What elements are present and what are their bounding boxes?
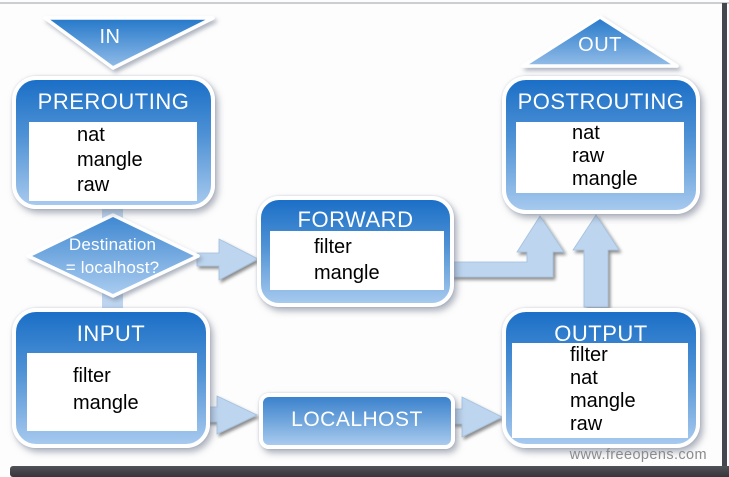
- table-entry: mangle: [77, 149, 143, 171]
- node-forward: FORWARD filter mangle: [257, 196, 454, 307]
- out-label: OUT: [578, 34, 622, 56]
- arrow-localhost-to-output-icon: [449, 396, 503, 438]
- prerouting-table-list: nat mangle raw: [29, 122, 197, 201]
- table-entry: raw: [570, 413, 603, 435]
- table-entry: mangle: [572, 168, 638, 190]
- decision-label: Destination = localhost?: [40, 233, 185, 279]
- prerouting-title: PREROUTING: [37, 89, 190, 114]
- forward-table-list: filter mangle: [270, 231, 444, 290]
- table-entry: raw: [572, 145, 605, 167]
- table-entry: nat: [77, 124, 105, 146]
- table-entry: filter: [570, 344, 608, 366]
- frame-top-edge: [0, 2, 729, 4]
- table-entry: nat: [572, 122, 600, 144]
- node-localhost: LOCALHOST: [259, 393, 455, 449]
- input-title: INPUT: [76, 321, 146, 346]
- node-output: OUTPUT filter nat mangle raw: [502, 308, 700, 448]
- table-entry: nat: [570, 367, 598, 389]
- node-prerouting: PREROUTING nat mangle raw: [12, 76, 215, 209]
- decision-label-line2: = localhost?: [65, 258, 160, 277]
- in-triangle-shape: [43, 16, 215, 70]
- in-label: IN: [99, 26, 121, 48]
- frame-bottom-bar: [10, 466, 729, 477]
- decision-label-line1: Destination: [68, 235, 157, 254]
- arrow-forward-to-postrouting-icon: [450, 215, 565, 278]
- table-entry: filter: [314, 236, 352, 258]
- input-table-list: filter mangle: [27, 353, 197, 431]
- table-entry: mangle: [570, 390, 636, 412]
- table-entry: mangle: [314, 262, 380, 284]
- out-triangle-shape: [521, 15, 679, 68]
- arrow-output-to-postrouting-icon: [572, 214, 620, 308]
- arrow-input-to-localhost-icon: [203, 395, 258, 435]
- node-postrouting: POSTROUTING nat raw mangle: [502, 76, 700, 214]
- decision-diamond-shape: [26, 213, 200, 298]
- frame-right-edge: [722, 3, 727, 466]
- output-title: OUTPUT: [554, 321, 648, 346]
- connector-decision-to-input: [102, 291, 123, 311]
- output-table-list: filter nat mangle raw: [512, 343, 688, 438]
- postrouting-title: POSTROUTING: [517, 89, 685, 114]
- table-entry: filter: [73, 365, 111, 387]
- postrouting-table-list: nat raw mangle: [516, 122, 684, 193]
- node-input: INPUT filter mangle: [12, 308, 210, 448]
- arrow-decision-to-forward-icon: [196, 238, 259, 281]
- table-entry: raw: [77, 174, 110, 196]
- forward-title: FORWARD: [297, 207, 414, 232]
- watermark-text: www.freeopens.com: [569, 447, 707, 463]
- table-entry: mangle: [73, 392, 139, 414]
- localhost-label: LOCALHOST: [291, 408, 423, 431]
